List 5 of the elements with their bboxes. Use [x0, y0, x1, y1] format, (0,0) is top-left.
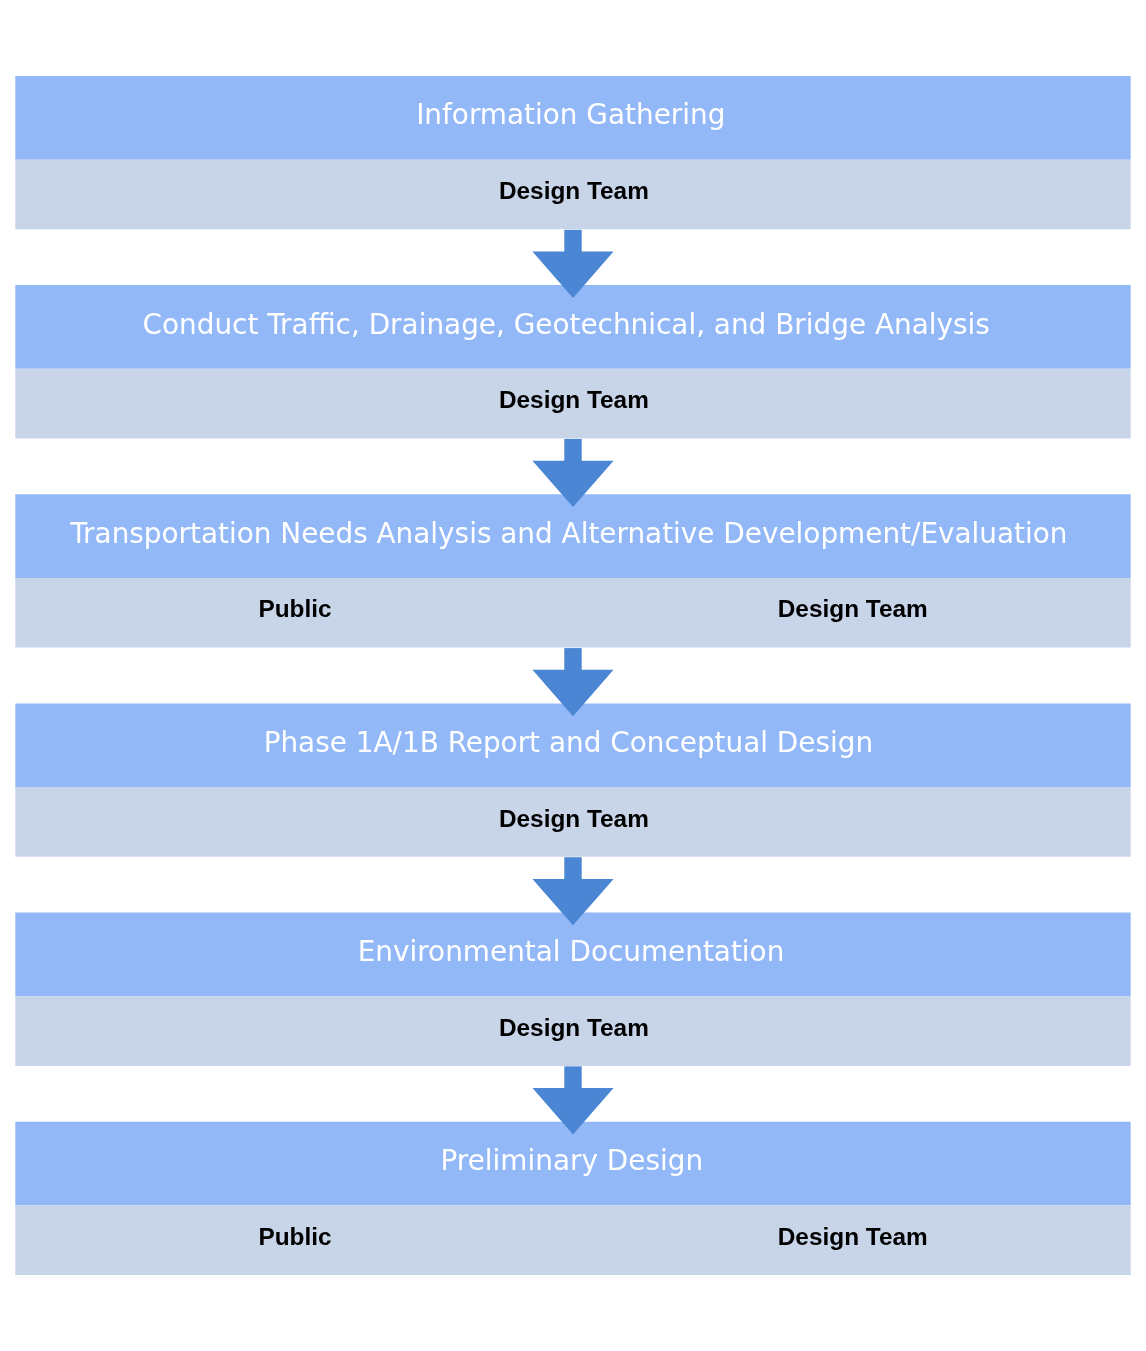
arrow — [532, 438, 614, 508]
arrow — [532, 1066, 614, 1135]
arrow — [532, 229, 614, 298]
arrow — [532, 648, 614, 717]
arrow — [532, 857, 614, 926]
